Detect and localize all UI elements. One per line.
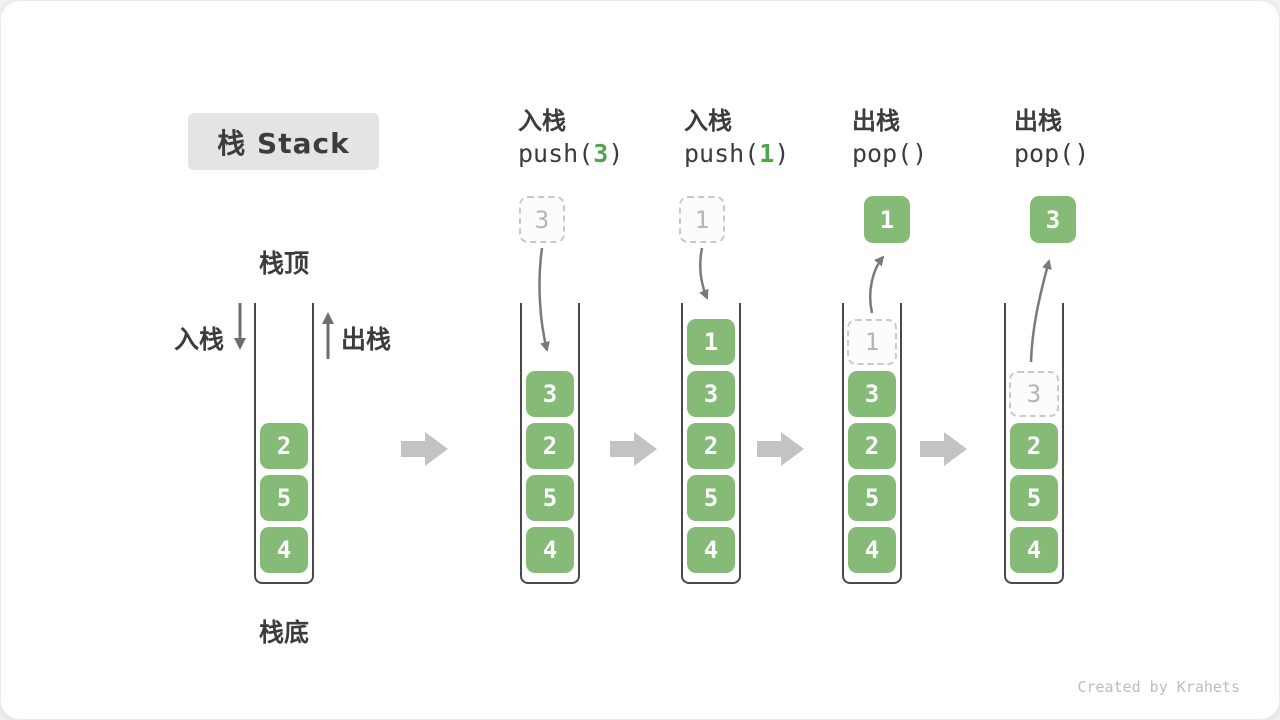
op-label: 入栈 [684,107,732,135]
code-prefix: pop( [1014,139,1075,168]
stack-cell: 3 [687,371,735,417]
floating-value-box-push-1: 1 [679,196,725,243]
stack-cell: 2 [687,423,735,469]
stack-cell: 1 [687,319,735,365]
stack-cell: 4 [848,527,896,573]
op-label: 出栈 [852,107,900,135]
label-pop-side: 出栈 [341,325,392,354]
page-title: 栈 Stack [217,126,350,160]
stack-cell: 2 [260,423,308,469]
stack-container-1: 2 5 4 [254,303,314,584]
code-prefix: pop( [852,139,913,168]
code-label: push(1) [684,137,789,171]
stack-container-3: 1 3 2 5 4 [681,303,741,584]
code-label: pop() [852,137,927,171]
stack-cell: 2 [526,423,574,469]
stack-container-5: 3 2 5 4 [1004,303,1064,584]
code-arg: 1 [759,139,775,168]
code-suffix: ) [774,139,790,168]
code-label: pop() [1014,137,1089,171]
transition-arrow-icon [757,432,804,466]
floating-value-box-push-3: 3 [519,196,565,243]
title-badge: 栈 Stack [188,113,379,170]
code-label: push(3) [518,137,623,171]
stack-cell: 2 [848,423,896,469]
column-header-push-1: 入栈 push(1) [684,105,789,171]
op-label: 出栈 [1014,107,1062,135]
floating-value-box-pop-3: 3 [1030,196,1076,243]
stack-cell: 3 [526,371,574,417]
transition-arrow-icon [610,432,657,466]
ghost-cell: 1 [847,319,897,365]
label-push-side: 入栈 [174,325,225,354]
stack-cell: 2 [1010,423,1058,469]
watermark: Created by Krahets [1077,678,1240,696]
column-header-pop-3: 出栈 pop() [1014,105,1089,171]
stack-cell: 5 [687,475,735,521]
code-suffix: ) [1074,139,1090,168]
stack-container-2: 3 2 5 4 [520,303,580,584]
label-stack-bottom: 栈底 [258,618,309,647]
code-arg: 3 [593,139,609,168]
stack-cell: 5 [1010,475,1058,521]
column-header-push-3: 入栈 push(3) [518,105,623,171]
code-suffix: ) [912,139,928,168]
code-prefix: push( [684,139,760,168]
label-stack-top: 栈顶 [258,249,309,278]
stack-cell: 3 [848,371,896,417]
transition-arrow-icon [920,432,967,466]
stack-container-4: 1 3 2 5 4 [842,303,902,584]
stack-cell: 4 [1010,527,1058,573]
push-1-arrow-icon [698,247,709,300]
code-prefix: push( [518,139,594,168]
transition-arrow-icon [401,432,448,466]
floating-value-box-pop-1: 1 [864,196,910,243]
ghost-cell: 3 [1009,371,1059,417]
code-suffix: ) [608,139,624,168]
column-header-pop-1: 出栈 pop() [852,105,927,171]
stack-cell: 4 [687,527,735,573]
op-label: 入栈 [518,107,566,135]
stack-cell: 4 [526,527,574,573]
stack-cell: 4 [260,527,308,573]
stack-cell: 5 [526,475,574,521]
stack-cell: 5 [260,475,308,521]
stack-cell: 5 [848,475,896,521]
